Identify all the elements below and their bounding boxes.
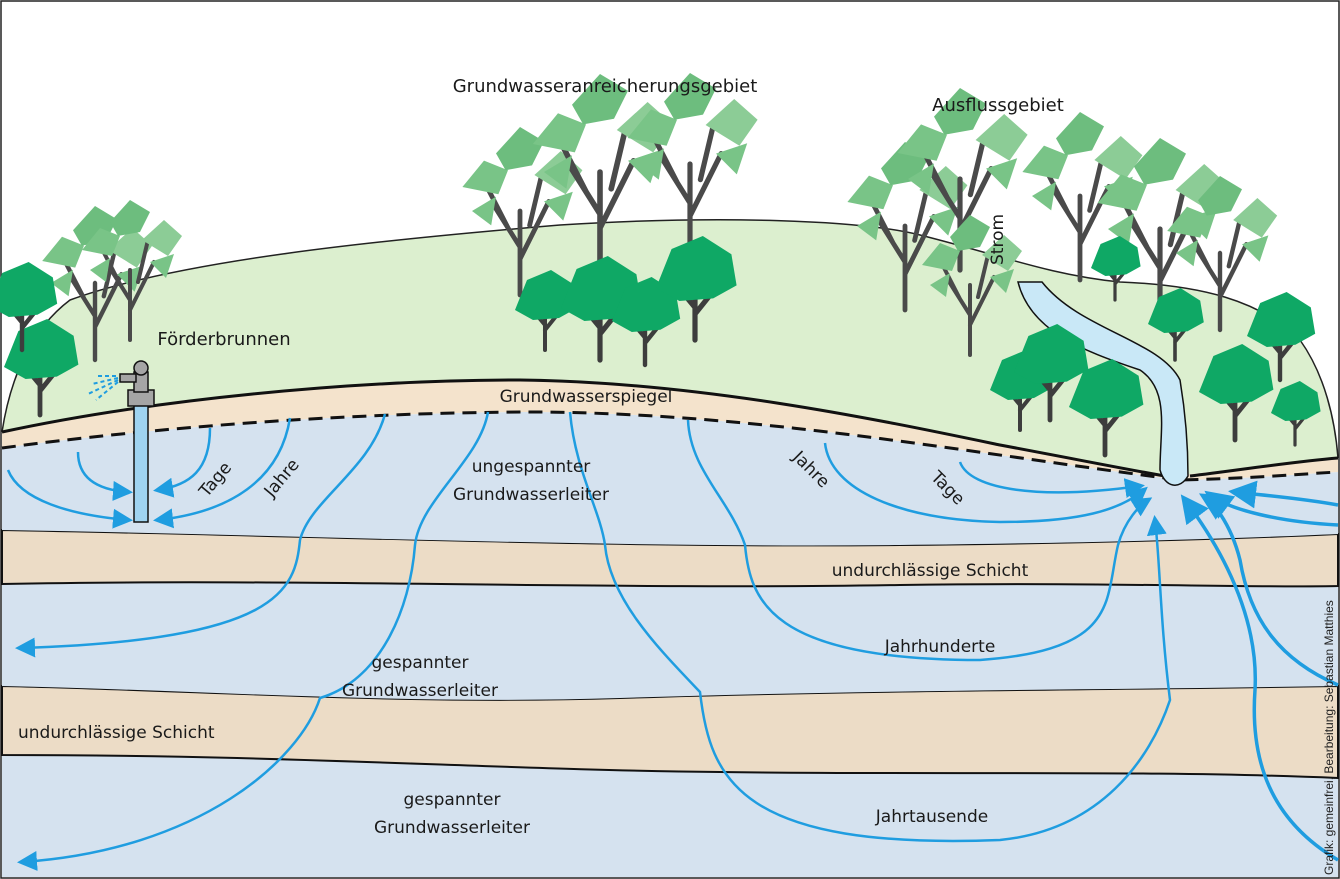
label-centuries: Jahrhunderte [884,637,996,657]
label-confining-layer-upper: undurchlässige Schicht [832,561,1029,581]
label-water-table: Grundwasserspiegel [500,387,673,407]
label-unconfined-aquifer-1: ungespannter [472,457,591,477]
image-credit: Grafik: gemeinfrei, Bearbeitung: Sebasti… [1322,600,1336,875]
upper-confined-aquifer [2,582,1338,700]
label-confined-aquifer-upper-1: gespannter [372,653,469,673]
label-unconfined-aquifer-2: Grundwasserleiter [453,485,609,505]
label-recharge-area: Grundwasseranreicherungsgebiet [453,76,758,97]
label-confined-aquifer-lower-1: gespannter [404,790,501,810]
label-well: Förderbrunnen [157,329,290,350]
label-confined-aquifer-upper-2: Grundwasserleiter [342,681,498,701]
label-discharge-area: Ausflussgebiet [932,95,1064,116]
label-millennia: Jahrtausende [875,807,988,827]
label-confining-layer-lower: undurchlässige Schicht [18,723,215,743]
label-stream: Strom [988,214,1008,265]
label-confined-aquifer-lower-2: Grundwasserleiter [374,818,530,838]
